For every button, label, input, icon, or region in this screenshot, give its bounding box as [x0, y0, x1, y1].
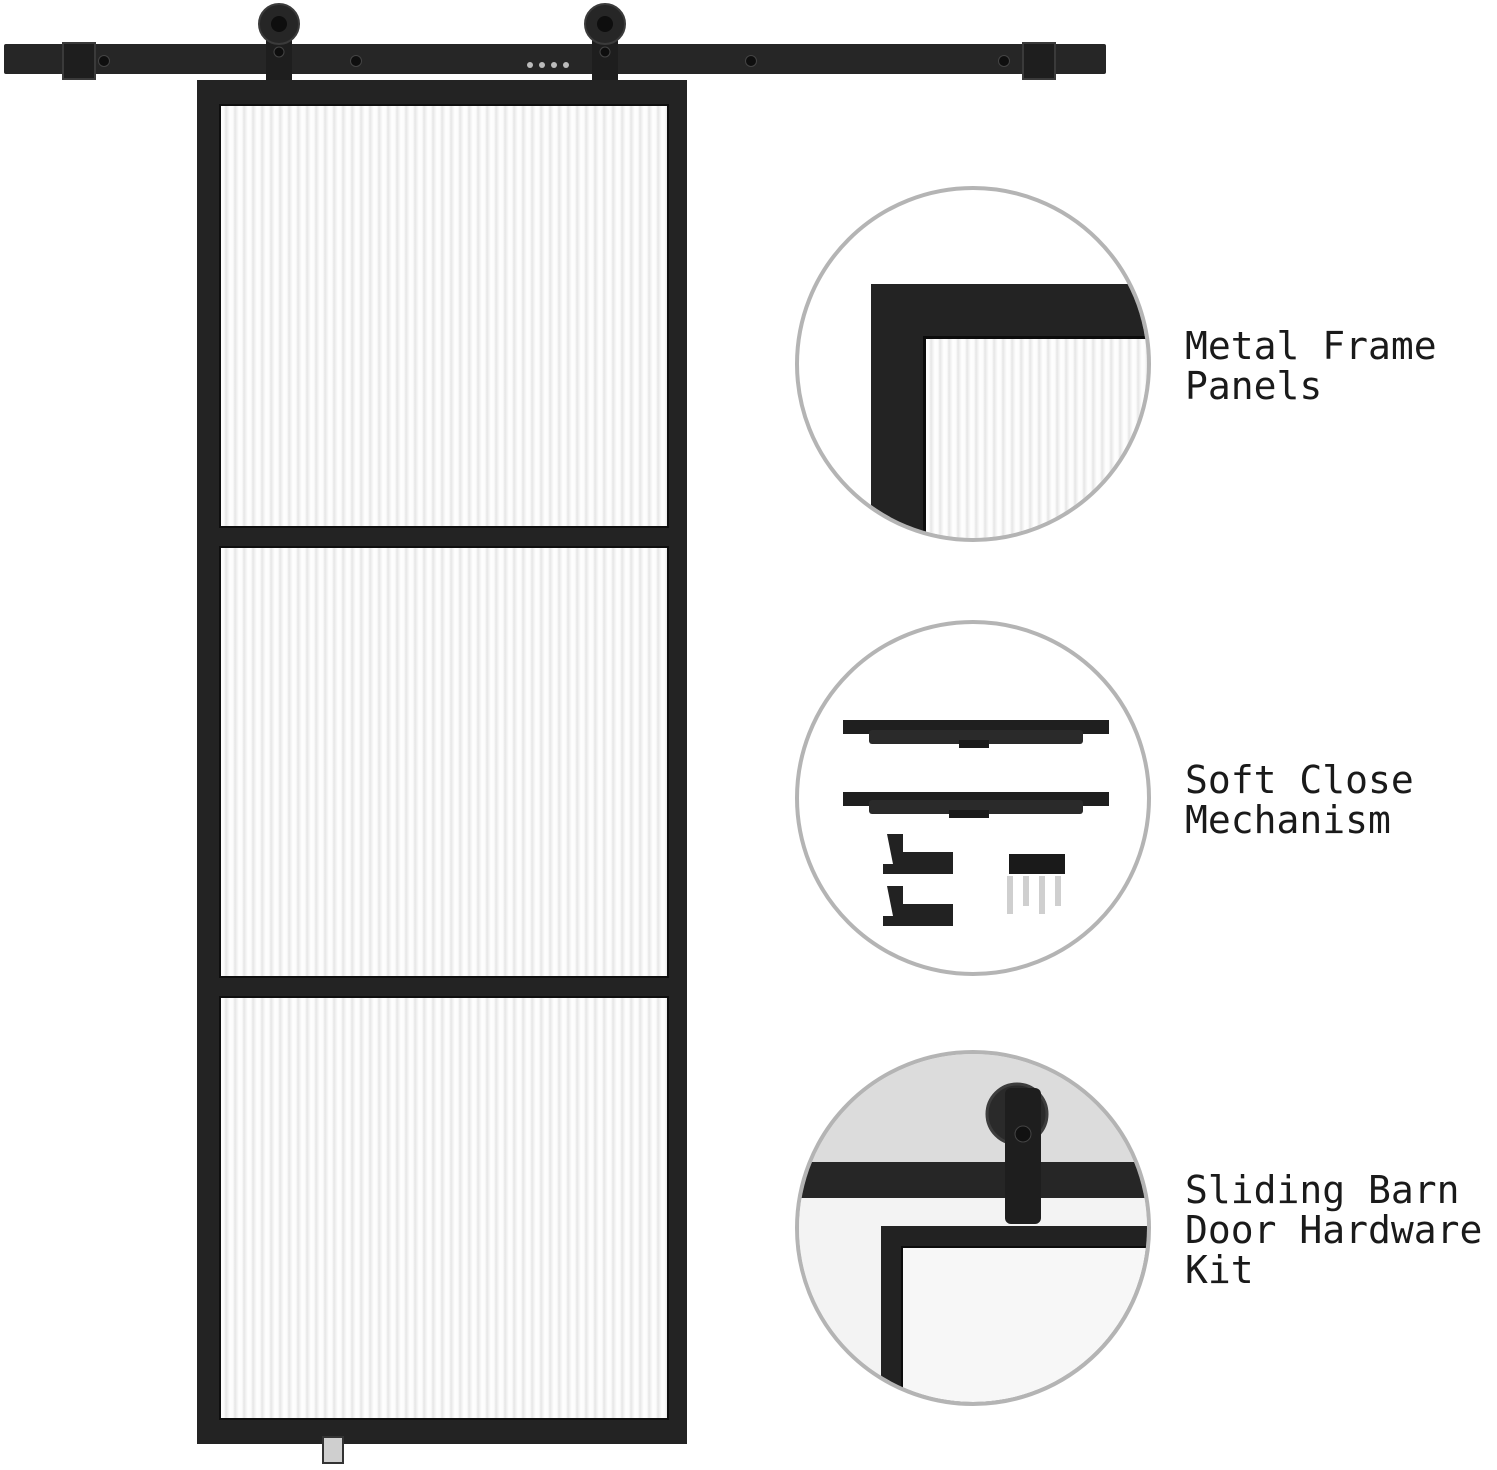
- hardware-kit-detail-circle: [795, 1050, 1151, 1406]
- floor-guide: [322, 1436, 344, 1464]
- rail-bolt: [98, 55, 110, 67]
- glass-door: [197, 80, 687, 1444]
- soft-close-parts-illustration: [843, 720, 1109, 926]
- roller-hanger-closeup-icon: [985, 1082, 1049, 1224]
- barn-door-rail: [4, 44, 1106, 74]
- rail-bolt: [350, 55, 362, 67]
- rail-stopper-left: [62, 42, 96, 80]
- glass-panel-bottom: [219, 996, 669, 1420]
- soft-close-detail-circle: [795, 620, 1151, 976]
- rail-bolt: [745, 55, 757, 67]
- rail-indicator-dots: [525, 55, 573, 68]
- feature-label-metal-frame: Metal Frame Panels: [1185, 324, 1437, 408]
- rail-closeup: [799, 1162, 1147, 1198]
- rail-bolt: [998, 55, 1010, 67]
- rail-stopper-right: [1022, 42, 1056, 80]
- glass-panel-middle: [219, 546, 669, 978]
- feature-label-soft-close: Soft Close Mechanism: [1185, 758, 1414, 842]
- door-glass: [901, 1246, 1147, 1402]
- frame-glass: [923, 336, 1147, 538]
- roller-hanger-right: [578, 2, 632, 82]
- wall-backdrop: [799, 1054, 1147, 1164]
- feature-label-hardware-kit: Sliding Barn Door Hardware Kit: [1185, 1168, 1483, 1292]
- frame-corner: [871, 284, 1147, 538]
- glass-panel-top: [219, 104, 669, 528]
- roller-hanger-left: [252, 2, 306, 82]
- metal-frame-detail-circle: [795, 186, 1151, 542]
- door-corner: [881, 1226, 1147, 1402]
